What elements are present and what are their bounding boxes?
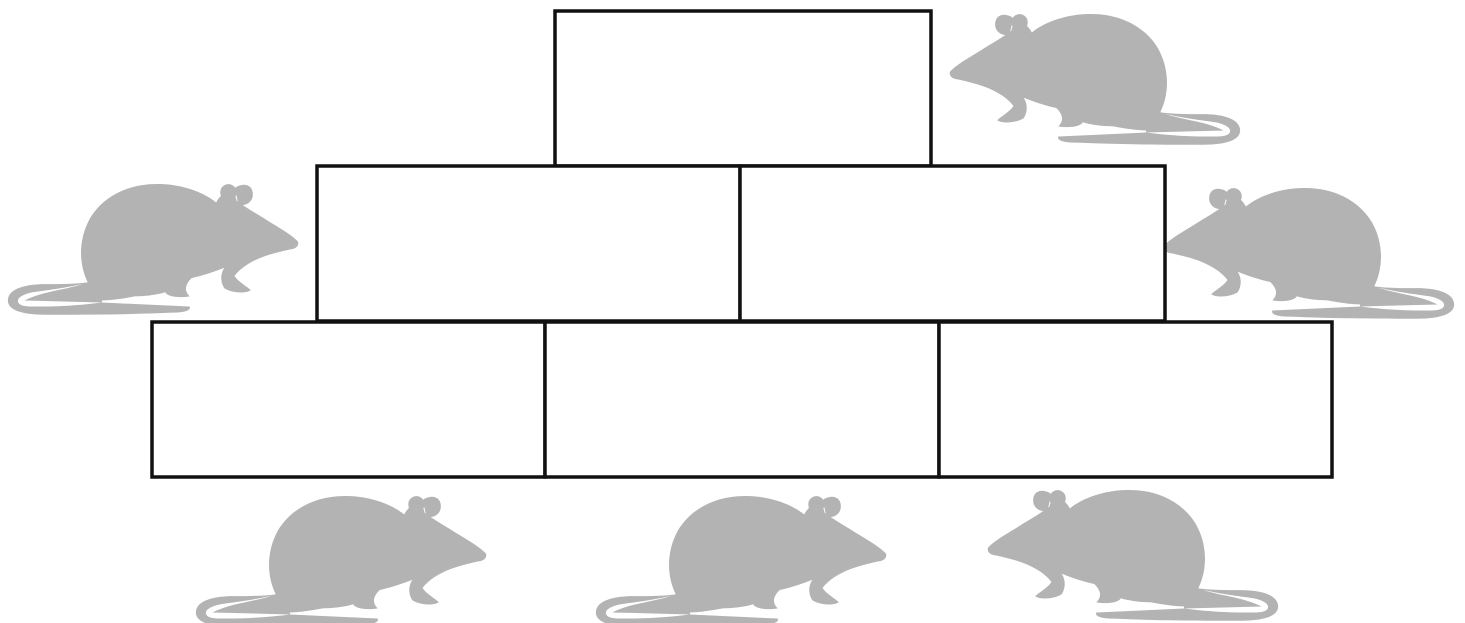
- rat-icon-bottom-left: [196, 496, 486, 623]
- pyramid-brick[interactable]: [545, 322, 939, 477]
- pyramid-brick[interactable]: [939, 322, 1332, 477]
- pyramid-row-top: [555, 11, 931, 166]
- rat-icon-bottom-center: [596, 496, 886, 623]
- rat-icon-bottom-right: [988, 490, 1278, 621]
- rat-icon-top-right: [950, 14, 1240, 145]
- pyramid-brick[interactable]: [152, 322, 545, 477]
- rat-icon-middle-right: [1164, 188, 1454, 319]
- pyramid-row-bottom: [152, 322, 1332, 477]
- pyramid-brick[interactable]: [555, 11, 931, 166]
- pyramid-row-middle: [317, 166, 1165, 321]
- rat-icon-middle-left: [8, 184, 298, 315]
- pyramid-brick[interactable]: [317, 166, 740, 321]
- pyramid-brick[interactable]: [740, 166, 1165, 321]
